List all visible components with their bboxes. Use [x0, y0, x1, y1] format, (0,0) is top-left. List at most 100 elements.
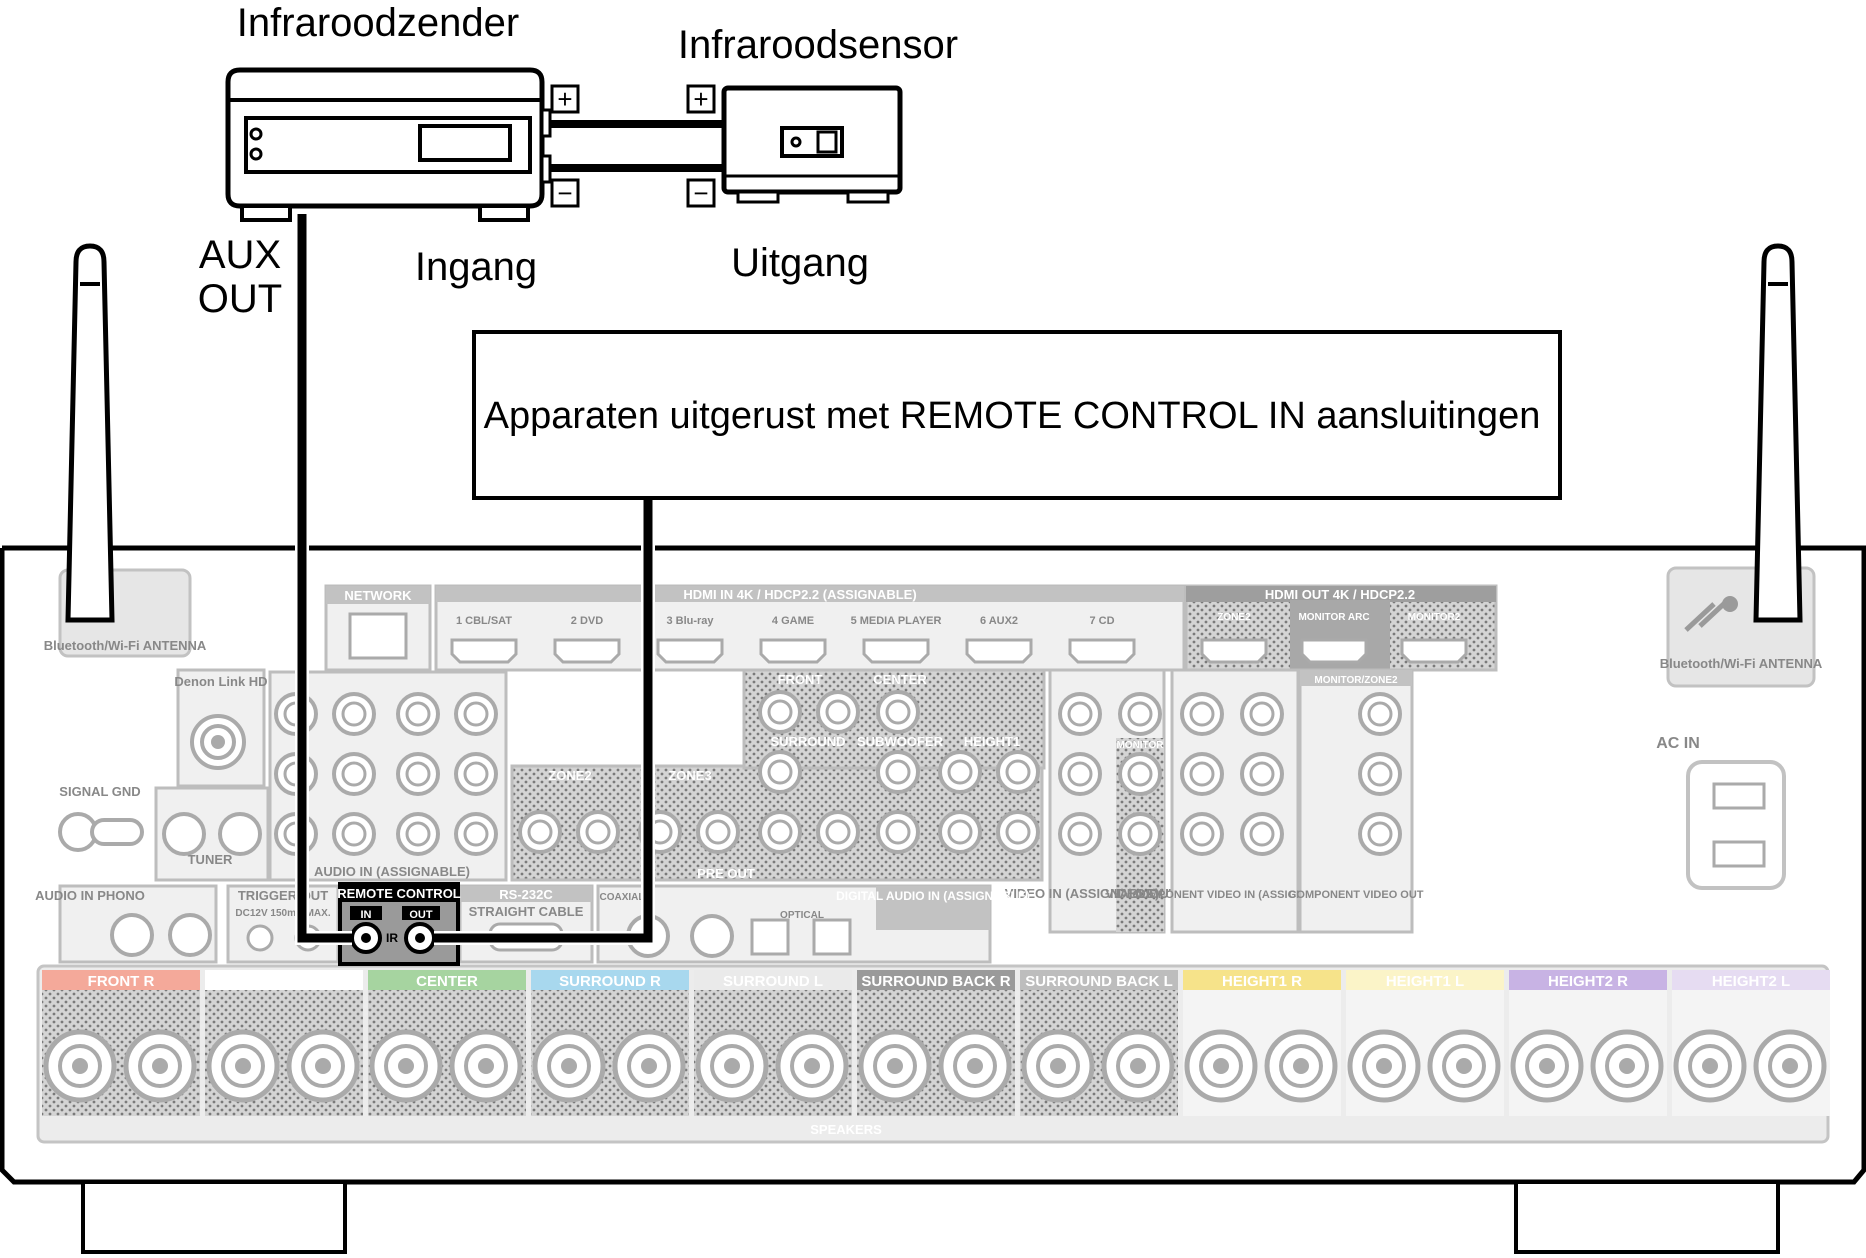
- audio-in-jack-0-1: [332, 692, 376, 736]
- video-out-label: VIDEO OUT: [1105, 886, 1177, 901]
- rs232c-sub-label: STRAIGHT CABLE: [469, 904, 584, 919]
- pre-out-jack-7-ring: [767, 819, 793, 845]
- rs232c-label: RS-232C: [499, 887, 553, 902]
- speaker-terminal-core-3-0: [561, 1058, 577, 1074]
- speaker-terminal-ring-5-0: [873, 1044, 917, 1088]
- speaker-group-label-2: CENTER: [416, 973, 478, 990]
- ir-sensor-label: Infraroodsensor: [678, 23, 958, 67]
- pre-out-jack-11: [996, 810, 1040, 854]
- monitor-zone2-label: MONITOR/ZONE2: [1314, 675, 1398, 686]
- audio-in-jack-1-3: [454, 752, 498, 796]
- audio-phono-label: AUDIO IN PHONO: [35, 888, 145, 903]
- hdmi-out-label-3: MONITOR2: [1408, 612, 1461, 623]
- denon-link-block: Denon Link HD: [174, 668, 268, 788]
- ir-transmitter-label: Infraroodzender: [237, 1, 519, 45]
- optical-label: OPTICAL: [780, 910, 824, 921]
- speaker-terminal-core-1-0: [235, 1058, 251, 1074]
- pre-out-jack-6-ring: [1005, 759, 1031, 785]
- speaker-group-label-1: FRONT L: [252, 973, 317, 990]
- speaker-group-label-6: SURROUND BACK L: [1025, 973, 1173, 990]
- audio-in-jack-0-3-ring: [463, 701, 489, 727]
- pre-height1-label: HEIGHT1: [964, 734, 1020, 749]
- speaker-terminal-core-5-0: [887, 1058, 903, 1074]
- hdmi-in-label-1: 1 CBL/SAT: [456, 615, 512, 627]
- pre-out-jack-9: [876, 810, 920, 854]
- hdmi-in-label-6: 6 AUX2: [980, 615, 1018, 627]
- speaker-group-label-3: SURROUND R: [559, 973, 661, 990]
- video-jack-4-ring: [1067, 821, 1093, 847]
- speaker-group-label-7: HEIGHT1 R: [1222, 973, 1302, 990]
- audio-in-jack-2-2-ring: [405, 821, 431, 847]
- ac-in-label: AC IN: [1656, 735, 1700, 752]
- component-in-jack-1-ring: [1249, 701, 1275, 727]
- speaker-terminal-core-4-1: [804, 1058, 820, 1074]
- pre-out-jack-4: [876, 750, 920, 794]
- hdmi-out-port-1: [1200, 638, 1268, 664]
- rc-in-label: IN: [361, 909, 372, 921]
- sensor-minus-terminal: [686, 178, 716, 208]
- pre-out-jack-12-ring: [527, 819, 553, 845]
- pre-out-jack-1: [816, 690, 860, 734]
- trigger-out-block: TRIGGER OUT DC12V 150mA MAX.: [226, 884, 340, 964]
- pre-out-jack-4-ring: [885, 759, 911, 785]
- component-in-jack-3: [1240, 752, 1284, 796]
- speaker-group-label-8: HEIGHT1 L: [1386, 973, 1464, 990]
- video-block: MONITOR VIDEO IN (ASSIGNABLE) VIDEO OUT: [1005, 668, 1177, 934]
- audio-in-jack-1-1: [332, 752, 376, 796]
- video-jack-1-ring: [1127, 701, 1153, 727]
- component-in-jack-1: [1240, 692, 1284, 736]
- component-out-jack-2: [1358, 812, 1402, 856]
- pre-out-label: PRE OUT: [697, 866, 755, 881]
- speaker-group-header-10: [1672, 970, 1830, 990]
- hdmi-out-label-2: MONITOR ARC: [1298, 612, 1369, 623]
- remote-control-in-devices-box: Apparaten uitgerust met REMOTE CONTROL I…: [472, 330, 1562, 500]
- component-out-jack-0: [1358, 692, 1402, 736]
- rc-out-cable: [434, 498, 653, 943]
- hdmi-out-label-1: ZONE2: [1217, 612, 1251, 623]
- pre-out-jack-2: [876, 690, 920, 734]
- speaker-group-label-5: SURROUND BACK R: [861, 973, 1010, 990]
- speaker-terminal-core-10-0: [1702, 1058, 1718, 1074]
- speaker-terminal-ring-7-1: [1279, 1044, 1323, 1088]
- monitor-label: MONITOR: [1116, 740, 1164, 751]
- speaker-terminal-core-9-0: [1539, 1058, 1555, 1074]
- speaker-terminal-core-2-0: [398, 1058, 414, 1074]
- remote-control-label: REMOTE CONTROL: [337, 886, 461, 901]
- video-in-label: VIDEO IN (ASSIGNABLE): [1005, 886, 1160, 901]
- component-in-jack-3-ring: [1249, 761, 1275, 787]
- hdmi-in-label-3: 3 Blu-ray: [666, 615, 714, 627]
- speaker-group-header-8: [1346, 970, 1504, 990]
- component-in-jack-5: [1240, 812, 1284, 856]
- rc-ir-label: IR: [386, 931, 398, 945]
- left-foot: [81, 1180, 347, 1254]
- aux-label: AUX: [199, 233, 281, 277]
- hdmi-in-label-2: 2 DVD: [571, 615, 603, 627]
- rc-out-label: OUT: [409, 909, 433, 921]
- pre-out-jack-3-ring: [767, 759, 793, 785]
- speaker-terminal-ring-0-0: [58, 1044, 102, 1088]
- audio-in-jack-0-2-ring: [405, 701, 431, 727]
- hdmi-in-label: HDMI IN 4K / HDCP2.2 (ASSIGNABLE): [683, 587, 916, 602]
- pre-front-label: FRONT: [778, 672, 823, 687]
- hdmi-in-port-7: [1068, 638, 1136, 664]
- hdmi-in-label-7: 7 CD: [1089, 615, 1114, 627]
- hdmi-in-block: HDMI IN 4K / HDCP2.2 (ASSIGNABLE) 1 CBL/…: [434, 584, 1186, 672]
- audio-in-jack-2-1: [332, 812, 376, 856]
- left-antenna: Bluetooth/Wi-Fi ANTENNA: [44, 243, 207, 658]
- speaker-terminal-ring-6-0: [1036, 1044, 1080, 1088]
- speaker-terminal-core-7-1: [1293, 1058, 1309, 1074]
- pre-out-jack-2-ring: [885, 699, 911, 725]
- audio-in-jack-2-3: [454, 812, 498, 856]
- pre-out-jack-11-ring: [1005, 819, 1031, 845]
- remote-control-block: REMOTE CONTROL IN OUT IR: [337, 882, 461, 966]
- transmitter-minus-sign: −: [557, 178, 572, 208]
- trigger-out-label: TRIGGER OUT: [238, 888, 328, 903]
- speaker-terminal-core-3-1: [641, 1058, 657, 1074]
- right-foot: [1514, 1180, 1780, 1254]
- pre-out-jack-7: [758, 810, 802, 854]
- input-label: Ingang: [415, 245, 537, 289]
- audio-in-jack-0-2: [396, 692, 440, 736]
- transmitter-plus-sign: +: [557, 84, 572, 114]
- speaker-terminal-ring-6-1: [1116, 1044, 1160, 1088]
- wiring: [295, 120, 724, 945]
